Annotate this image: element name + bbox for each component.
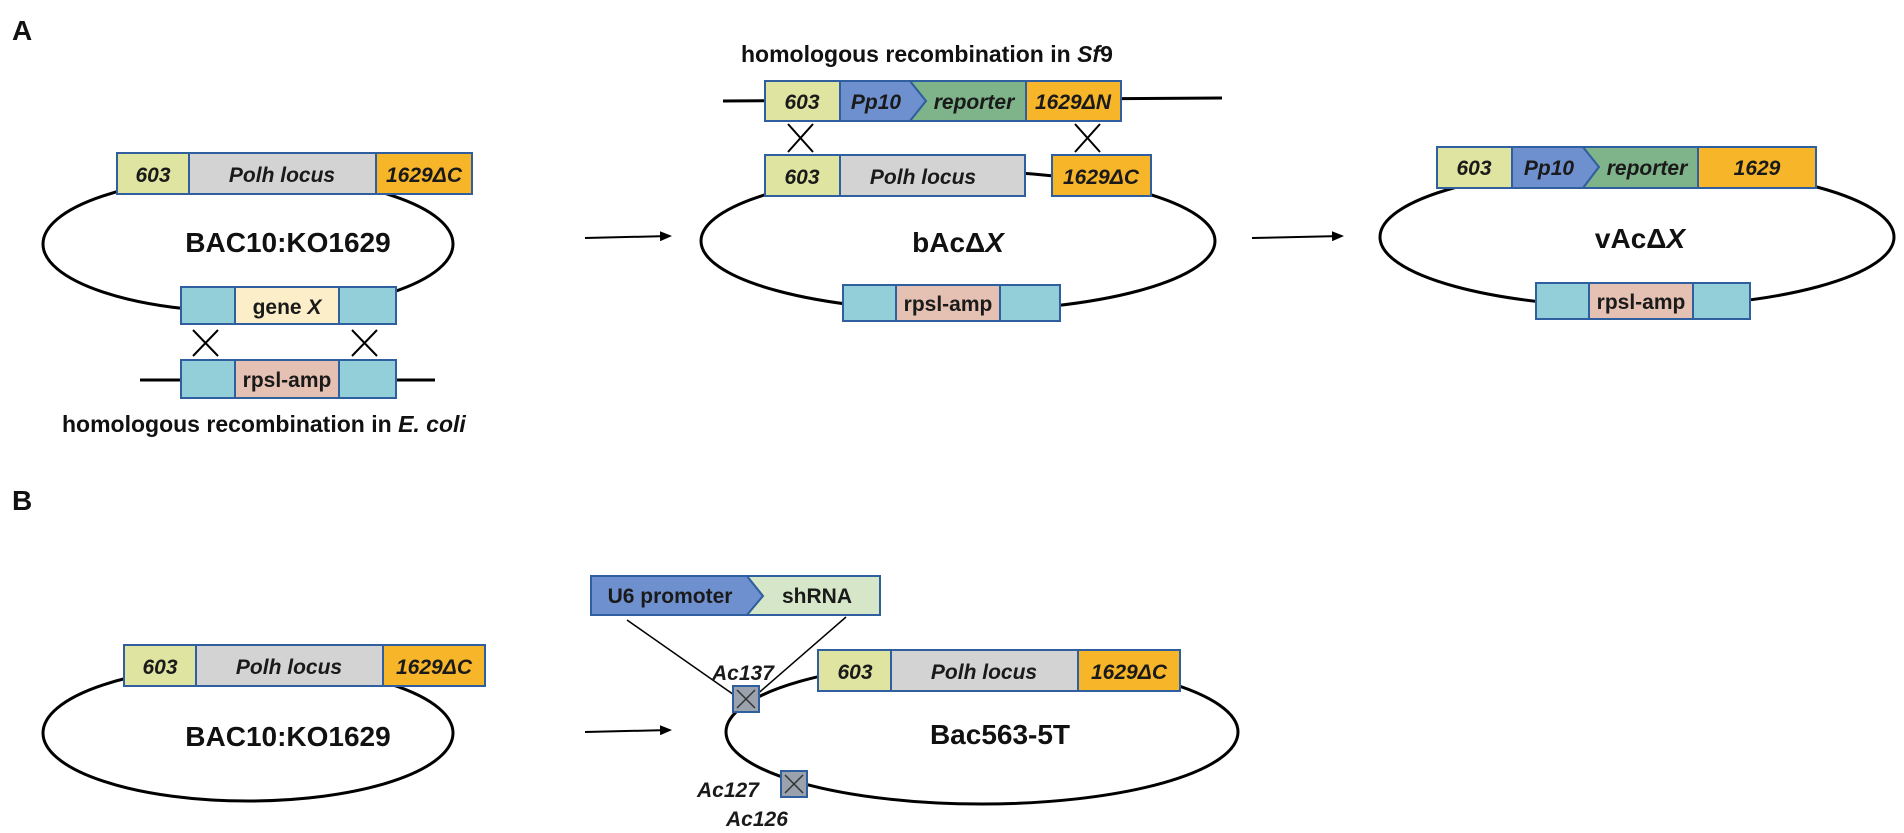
flank-right <box>338 286 397 325</box>
segment-1629 <box>1697 146 1817 189</box>
segment-1629-delta-c <box>375 152 473 195</box>
flank-left <box>180 359 236 399</box>
panel-b-label: B <box>12 485 32 516</box>
segment-1629dc-label: 1629ΔC <box>1091 661 1168 684</box>
segment-polh-label: Polh locus <box>870 166 976 189</box>
gene-x-label: gene X <box>253 296 324 319</box>
plasmid-bacdx: homologous recombination in Sf9 603 Pp10… <box>699 41 1223 322</box>
segment-603 <box>764 154 841 197</box>
segment-603-label: 603 <box>837 661 872 684</box>
arrow-step-2 <box>1251 231 1344 242</box>
segment-polh-label: Polh locus <box>236 656 342 679</box>
segment-rpsl-amp <box>895 284 1001 322</box>
segment-1629-delta-c <box>1077 649 1181 692</box>
ac137-label: Ac137 <box>711 662 775 685</box>
flank-right <box>338 359 397 399</box>
segment-polh-locus <box>195 644 384 687</box>
plasmid-bac10-ko1629-a: 603 Polh locus 1629ΔC BAC10:KO1629 gene … <box>41 152 473 437</box>
flank-left <box>842 284 897 322</box>
u6-promoter-label: U6 promoter <box>608 585 733 608</box>
crossover-left <box>192 329 219 357</box>
segment-603 <box>123 644 197 687</box>
plasmid-name: vAcΔX <box>1595 223 1688 254</box>
segment-603-label: 603 <box>784 91 819 114</box>
segment-1629dn-label: 1629ΔN <box>1035 91 1112 114</box>
caption-sf9: homologous recombination in Sf9 <box>741 41 1113 67</box>
insertion-line-left <box>626 619 738 698</box>
flank-right <box>999 284 1061 322</box>
plasmid-bac10-ko1629-b: 603 Polh locus 1629ΔC BAC10:KO1629 <box>41 644 486 803</box>
panel-a-label: A <box>12 15 32 46</box>
segment-603 <box>764 80 841 122</box>
segment-pp10-label: Pp10 <box>1524 157 1575 180</box>
rpsl-amp-label: rpsl-amp <box>243 369 332 392</box>
segment-pp10-label: Pp10 <box>851 91 902 114</box>
arrow-step-1 <box>584 231 672 242</box>
segment-polh-label: Polh locus <box>931 661 1037 684</box>
insertion-line-right <box>753 616 847 698</box>
crossover-right <box>351 329 378 357</box>
segment-603-label: 603 <box>1456 157 1491 180</box>
segment-603 <box>1436 146 1513 189</box>
rpsl-amp-label: rpsl-amp <box>904 293 993 316</box>
flank-left <box>1535 282 1590 320</box>
segment-1629dc-label: 1629ΔC <box>396 656 473 679</box>
plasmid-vacdx: 603 Pp10 reporter 1629 vAcΔX rpsl-amp <box>1378 146 1896 320</box>
segment-1629dc-label: 1629ΔC <box>386 164 463 187</box>
segment-reporter <box>907 80 1027 122</box>
ac127-label: Ac127 <box>696 779 760 802</box>
plasmid-bac563-5t: U6 promoter shRNA 603 Polh locus 1629ΔC … <box>590 575 1240 831</box>
segment-603-label: 603 <box>142 656 177 679</box>
crossover-left <box>787 123 814 153</box>
shrna-label: shRNA <box>782 585 852 608</box>
ac126-label: Ac126 <box>725 808 788 831</box>
rpsl-amp-label: rpsl-amp <box>1597 291 1686 314</box>
segment-603-label: 603 <box>135 164 170 187</box>
segment-shrna <box>744 575 881 616</box>
insertion-site-ac127-cross <box>784 774 804 794</box>
segment-1629dc-label: 1629ΔC <box>1063 166 1140 189</box>
plasmid-name: BAC10:KO1629 <box>185 227 390 258</box>
caption-e-coli: homologous recombination in E. coli <box>62 411 466 437</box>
segment-603 <box>116 152 190 195</box>
plasmid-name: BAC10:KO1629 <box>185 721 390 752</box>
segment-gene-x <box>234 286 340 325</box>
segment-polh-locus <box>890 649 1079 692</box>
segment-603-label: 603 <box>784 166 819 189</box>
segment-reporter-label: reporter <box>1607 157 1689 180</box>
segment-1629-label: 1629 <box>1734 157 1781 180</box>
crossover-right <box>1074 123 1101 153</box>
segment-rpsl-amp <box>1588 282 1694 320</box>
arrow-step-3 <box>584 725 672 736</box>
flank-right <box>1692 282 1751 320</box>
segment-reporter-label: reporter <box>934 91 1016 114</box>
segment-1629-delta-c <box>382 644 486 687</box>
segment-polh-locus <box>839 154 1026 197</box>
segment-polh-label: Polh locus <box>229 164 335 187</box>
segment-polh-locus <box>188 152 377 195</box>
insertion-site-ac137-cross <box>736 689 756 709</box>
plasmid-name: bAcΔX <box>912 227 1006 258</box>
segment-reporter <box>1580 146 1699 189</box>
flank-left <box>180 286 236 325</box>
segment-1629-delta-c <box>1051 154 1152 197</box>
segment-1629-delta-n <box>1025 80 1122 122</box>
plasmid-name: Bac563-5T <box>930 719 1070 750</box>
